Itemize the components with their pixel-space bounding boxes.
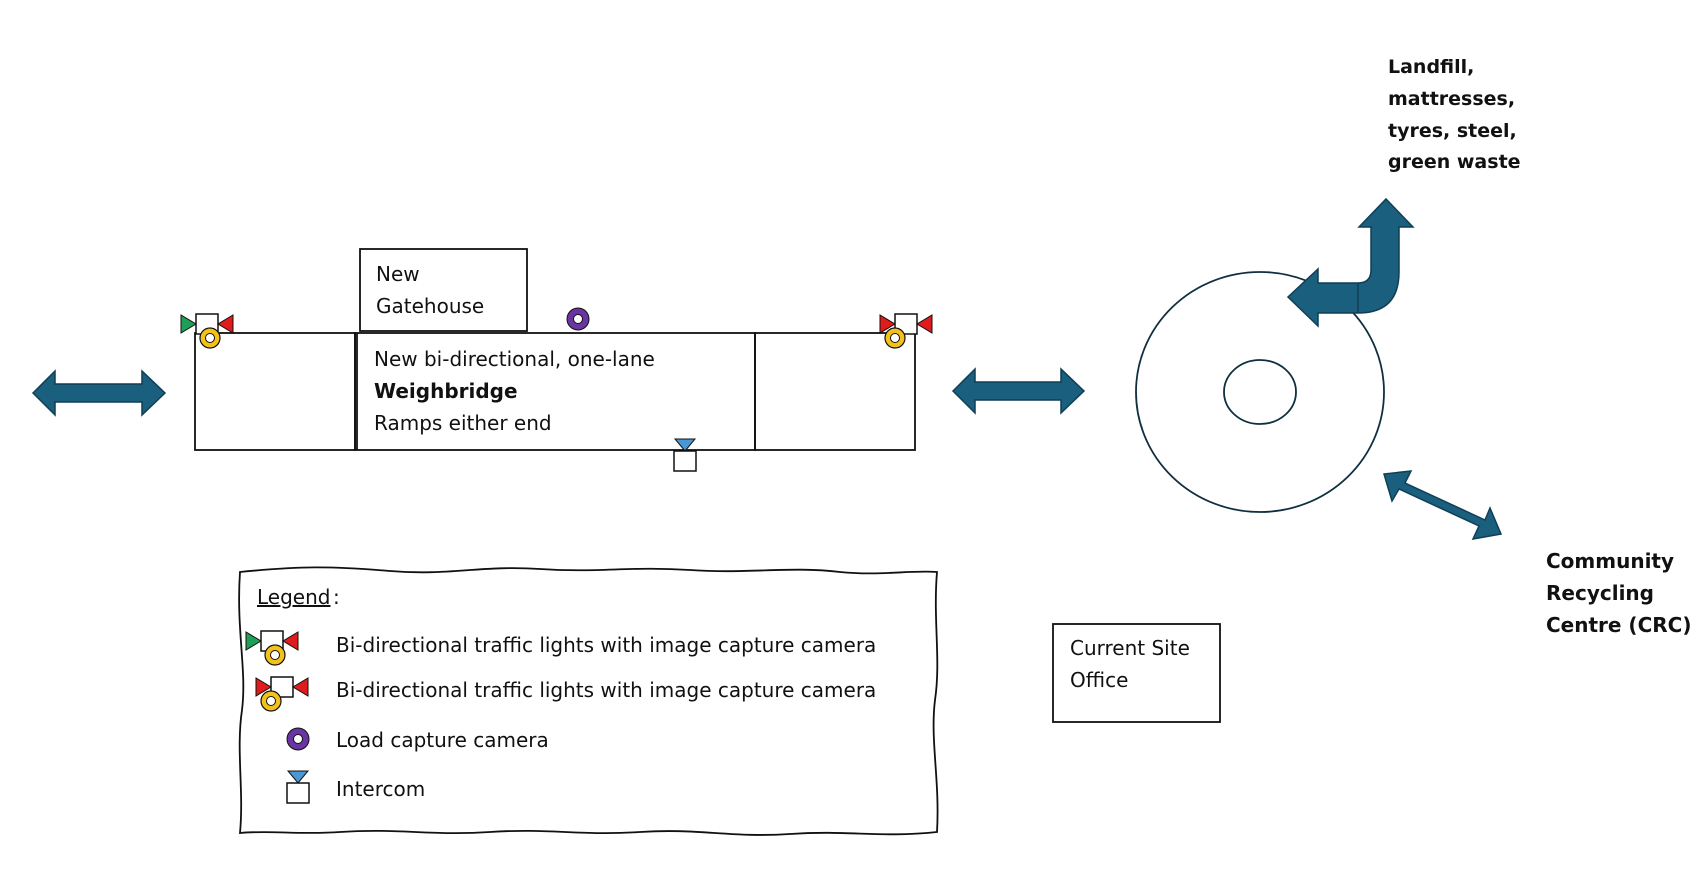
site-office-line1: Current Site xyxy=(1070,636,1190,660)
legend-item-2-label: Bi-directional traffic lights with image… xyxy=(336,678,876,702)
site-office-line2: Office xyxy=(1070,668,1128,692)
roundabout-outer xyxy=(1135,271,1385,513)
gatehouse-box xyxy=(359,248,528,332)
svg-text:mattresses,: mattresses, xyxy=(1388,88,1515,110)
svg-text:green waste: green waste xyxy=(1388,151,1521,173)
traffic-light-right-icon xyxy=(879,313,933,349)
crc-double-arrow xyxy=(1383,470,1503,540)
traffic-light-left-icon xyxy=(180,313,234,349)
svg-text:Landfill,: Landfill, xyxy=(1388,56,1474,78)
legend-item-1-label: Bi-directional traffic lights with image… xyxy=(336,633,876,657)
legend-item-4-label: Intercom xyxy=(336,777,425,801)
middle-double-arrow xyxy=(951,367,1086,415)
roundabout-island xyxy=(1223,359,1297,425)
right-ramp-box xyxy=(754,332,916,451)
legend-box: Legend : Bi-directional traffic lights w… xyxy=(238,566,939,836)
site-office-box xyxy=(1052,623,1221,723)
svg-text:Centre (CRC): Centre (CRC) xyxy=(1546,613,1691,637)
landfill-label: Landfill, mattresses, tyres, steel, gree… xyxy=(1388,56,1521,173)
legend-title: Legend xyxy=(257,585,330,609)
landfill-arrow xyxy=(1286,197,1415,328)
entry-double-arrow xyxy=(31,369,167,417)
left-ramp-box xyxy=(194,332,356,451)
svg-text:tyres, steel,: tyres, steel, xyxy=(1388,120,1517,142)
weighbridge-line1: New bi-directional, one-lane xyxy=(374,347,655,371)
svg-text:Community: Community xyxy=(1546,549,1674,573)
legend-title-colon: : xyxy=(333,585,340,609)
intercom-icon xyxy=(673,438,697,472)
weighbridge-title: Weighbridge xyxy=(374,379,518,403)
legend-item-3-label: Load capture camera xyxy=(336,728,549,752)
weighbridge-line3: Ramps either end xyxy=(374,411,552,435)
svg-text:Recycling: Recycling xyxy=(1546,581,1654,605)
load-camera-icon xyxy=(566,307,590,331)
weighbridge-structure xyxy=(194,332,916,451)
gatehouse-label-line1: New xyxy=(376,262,420,286)
crc-label: Community Recycling Centre (CRC) xyxy=(1546,549,1691,637)
gatehouse-label-line2: Gatehouse xyxy=(376,294,484,318)
legend-load-camera-icon xyxy=(286,727,310,751)
